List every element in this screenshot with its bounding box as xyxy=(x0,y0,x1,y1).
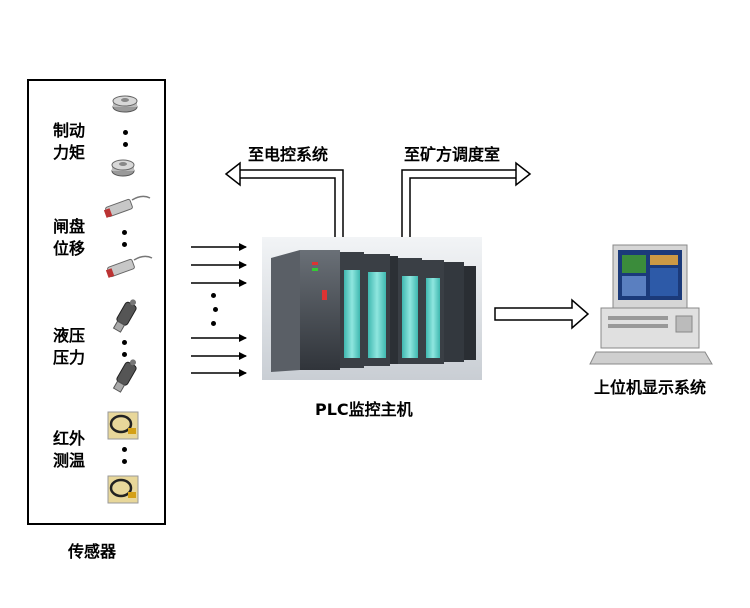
output-arrow-to-host xyxy=(494,298,590,330)
output-arrow-mine-dispatch xyxy=(401,169,520,237)
arrowhead-right-icon xyxy=(515,161,532,187)
load-cell-sensor-icon xyxy=(112,95,138,113)
host-computer-image xyxy=(589,244,713,365)
plc-caption: PLC监控主机 xyxy=(315,400,413,419)
ellipsis-dot xyxy=(122,352,127,357)
ellipsis-dot xyxy=(122,340,127,345)
sensor-panel-caption: 传感器 xyxy=(68,542,117,561)
host-caption: 上位机显示系统 xyxy=(594,378,707,397)
infrared-sensor-icon xyxy=(107,411,139,440)
ellipsis-dot xyxy=(122,447,127,452)
arrowhead-left-icon xyxy=(224,161,241,187)
sensor-label-disc-displacement: 闸盘位移 xyxy=(53,217,86,258)
infrared-sensor-icon xyxy=(107,475,139,504)
sensor-label-hydraulic-pressure: 液压压力 xyxy=(53,326,86,367)
ellipsis-dot xyxy=(213,307,218,312)
pressure-sensor-icon xyxy=(112,359,137,393)
ellipsis-dot xyxy=(123,142,128,147)
output-arrow-electric-control xyxy=(236,169,344,237)
label-to-mine-dispatch: 至矿方调度室 xyxy=(404,145,501,164)
plc-unit-image xyxy=(262,237,482,380)
ellipsis-dot xyxy=(122,230,127,235)
ellipsis-dot xyxy=(122,242,127,247)
ellipsis-dot xyxy=(122,459,127,464)
load-cell-sensor-icon xyxy=(111,159,135,177)
displacement-sensor-icon xyxy=(105,255,153,278)
ellipsis-dot xyxy=(123,130,128,135)
sensor-panel xyxy=(27,79,166,525)
ellipsis-dot xyxy=(211,293,216,298)
label-to-electric-control: 至电控系统 xyxy=(248,145,329,164)
displacement-sensor-icon xyxy=(103,195,151,218)
pressure-sensor-icon xyxy=(112,299,137,333)
ellipsis-dot xyxy=(211,321,216,326)
sensor-label-brake-torque: 制动力矩 xyxy=(53,121,86,162)
sensor-label-infrared-temp: 红外测温 xyxy=(53,429,86,470)
